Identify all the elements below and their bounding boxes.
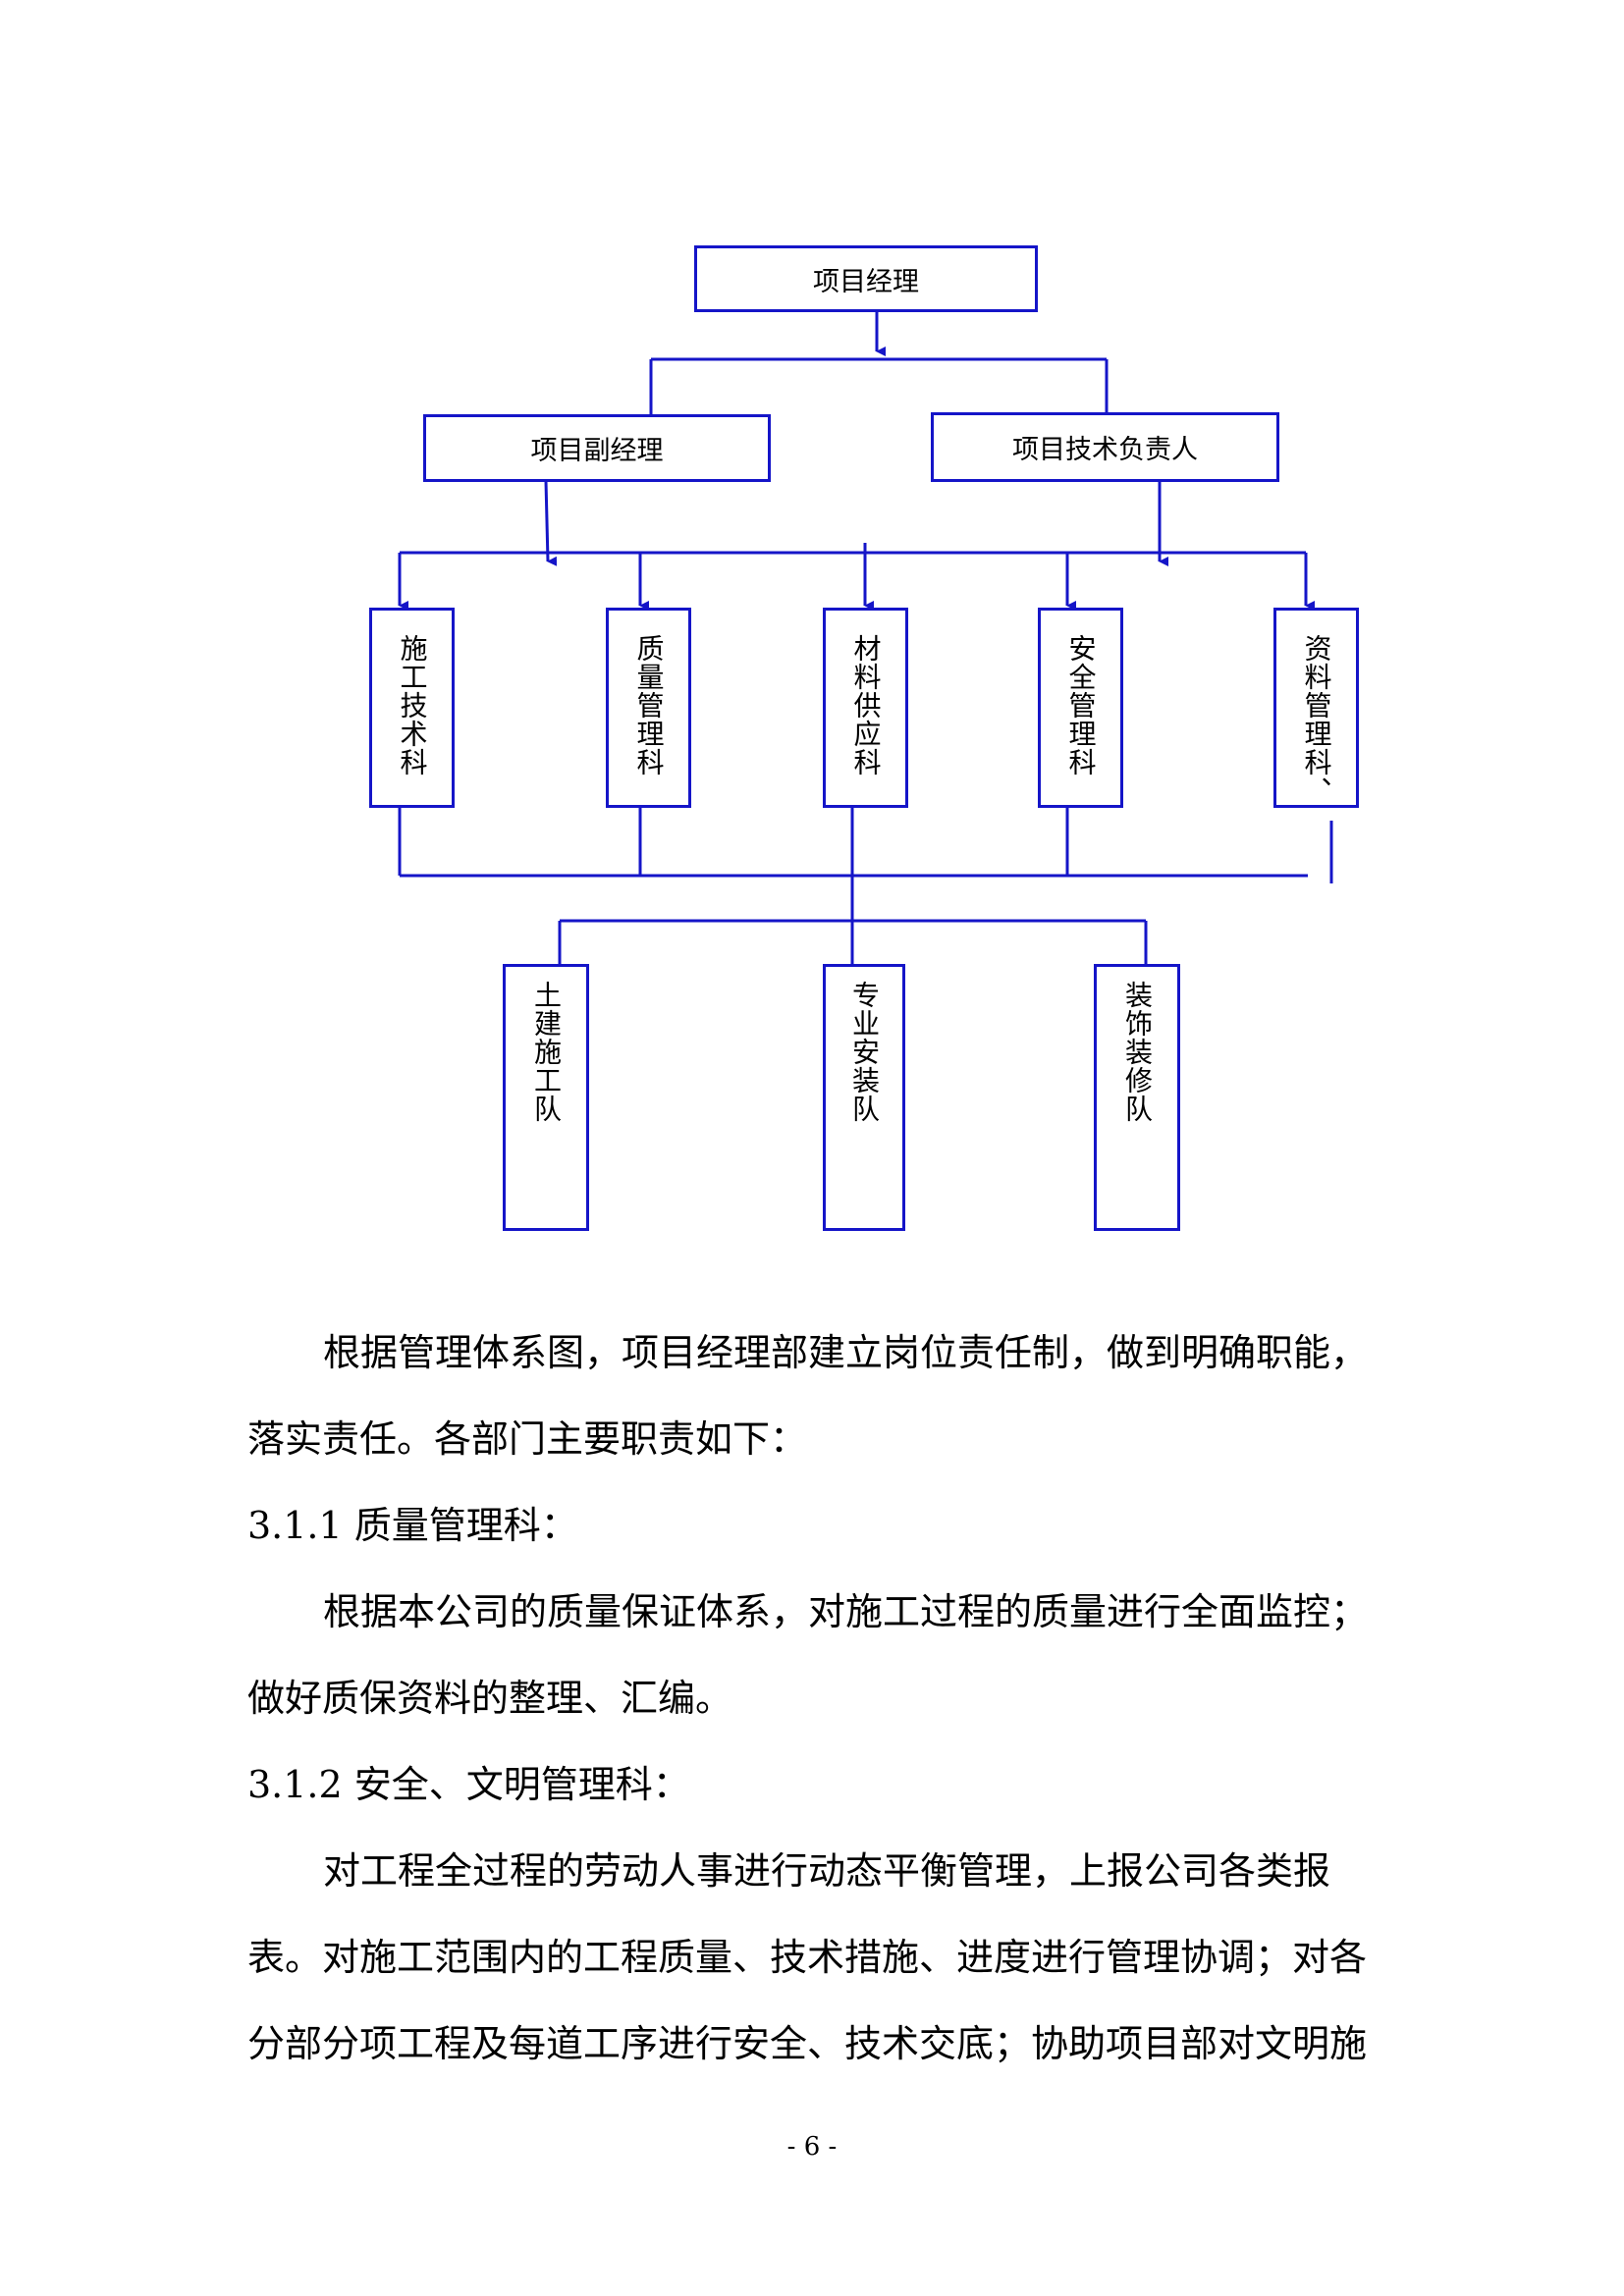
box-label: 项目经理 <box>813 266 919 297</box>
text-line: 表。对施工范围内的工程质量、技术措施、进度进行管理协调；对各 <box>247 1936 1368 1979</box>
box-label: 土建施工队 <box>530 981 563 1123</box>
box-label: 材料供应科 <box>849 634 883 776</box>
box-team-decoration: 装饰装修队 <box>1094 964 1180 1231</box>
connector-deputy-down <box>544 480 558 566</box>
box-team-installation: 专业安装队 <box>823 964 905 1231</box>
box-dept-materials: 材料供应科 <box>823 608 908 808</box>
box-team-civil: 土建施工队 <box>503 964 589 1231</box>
text-line: 做好质保资料的整理、汇编。 <box>247 1677 733 1720</box>
section-heading-safety: 3.1.2 安全、文明管理科： <box>247 1763 690 1806</box>
box-label: 专业安装队 <box>848 981 881 1123</box>
paragraph-intro: 根据管理体系图，项目经理部建立岗位责任制，做到明确职能， 落实责任。各部门主要职… <box>247 1309 1386 1482</box>
page-number: - 6 - <box>786 2132 838 2162</box>
box-technical-lead: 项目技术负责人 <box>931 412 1279 482</box>
box-project-manager: 项目经理 <box>694 245 1038 312</box>
section-heading-quality: 3.1.1 质量管理科： <box>247 1504 578 1547</box>
box-dept-documents: 资料管理科、 <box>1273 608 1359 808</box>
text-line: 对工程全过程的劳动人事进行动态平衡管理，上报公司各类报 <box>323 1849 1331 1893</box>
box-label: 质量管理科 <box>632 634 666 776</box>
box-dept-construction-tech: 施工技术科 <box>369 608 455 808</box>
org-chart-connectors <box>398 311 1333 965</box>
text-line: 根据本公司的质量保证体系，对施工过程的质量进行全面监控； <box>323 1590 1369 1633</box>
text-line: 根据管理体系图，项目经理部建立岗位责任制，做到明确职能， <box>323 1331 1369 1374</box>
box-dept-safety: 安全管理科 <box>1038 608 1123 808</box>
box-label: 安全管理科 <box>1064 634 1098 776</box>
box-label: 装饰装修队 <box>1121 981 1154 1123</box>
paragraph-quality: 根据本公司的质量保证体系，对施工过程的质量进行全面监控； 做好质保资料的整理、汇… <box>247 1569 1386 1741</box>
paragraph-safety: 对工程全过程的劳动人事进行动态平衡管理，上报公司各类报 表。对施工范围内的工程质… <box>247 1828 1386 2087</box>
text-line: 落实责任。各部门主要职责如下： <box>247 1417 808 1461</box>
box-dept-quality: 质量管理科 <box>606 608 691 808</box>
org-chart: 项目经理 项目副经理 项目技术负责人 施工技术科 质量管理科 材料供应科 安全管… <box>369 245 1359 1231</box>
text-line: 分部分项工程及每道工序进行安全、技术交底；协助项目部对文明施 <box>247 2022 1368 2065</box>
box-label: 项目副经理 <box>530 436 664 466</box>
box-label: 资料管理科、 <box>1300 634 1333 805</box>
box-label: 施工技术科 <box>396 634 429 776</box>
box-deputy-manager: 项目副经理 <box>423 414 771 482</box>
box-label: 项目技术负责人 <box>1012 435 1198 465</box>
